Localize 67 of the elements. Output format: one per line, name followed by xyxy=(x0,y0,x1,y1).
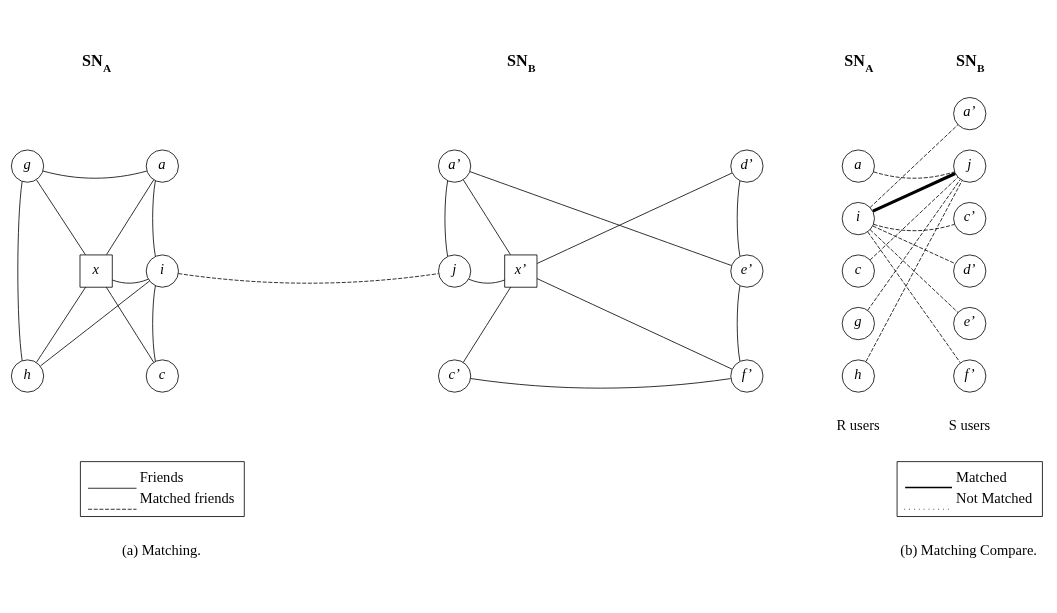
connector xyxy=(152,284,156,362)
legend-label: Matched friends xyxy=(139,489,235,506)
connector xyxy=(872,225,956,264)
label: (a) Matching. xyxy=(121,541,201,558)
connector xyxy=(462,178,511,255)
connector xyxy=(17,180,23,361)
node-circle: c xyxy=(841,254,875,288)
connector xyxy=(42,170,148,179)
connector xyxy=(865,179,963,362)
node-circle: e’ xyxy=(953,306,987,340)
node-circle: i xyxy=(145,254,179,288)
node-circle: g xyxy=(841,306,875,340)
legend-label: Matched xyxy=(956,468,1007,485)
node-circle: f’ xyxy=(953,358,987,393)
node-circle: j xyxy=(438,254,472,288)
node-circle: c’ xyxy=(953,201,987,235)
node-circle: a’ xyxy=(438,149,472,183)
connector xyxy=(536,277,733,369)
label: S users xyxy=(948,416,991,433)
connector xyxy=(36,178,86,255)
connector xyxy=(867,231,961,363)
label: R users xyxy=(836,416,880,433)
node-circle: d’ xyxy=(953,254,987,288)
node-circle: a xyxy=(145,149,179,183)
connector xyxy=(869,176,959,260)
node-circle: e’ xyxy=(730,254,764,288)
label: SN$_{B}$ xyxy=(956,51,985,74)
legend-label: Not Matched xyxy=(956,489,1033,506)
connector xyxy=(468,278,505,284)
connector xyxy=(152,179,156,257)
node-circle: c’ xyxy=(438,358,472,393)
node-circle: h xyxy=(841,358,875,393)
connector xyxy=(736,284,741,362)
label: SN$_{A}$ xyxy=(844,51,874,74)
node-circle: f’ xyxy=(730,358,764,393)
node-circle: h xyxy=(10,358,45,393)
label: SN$_{A}$ xyxy=(82,51,112,74)
connector xyxy=(470,377,732,389)
node-circle: j xyxy=(953,149,987,183)
connector xyxy=(177,272,439,284)
legend-label: Friends xyxy=(139,468,184,485)
connector xyxy=(872,171,956,213)
node-box: x xyxy=(79,254,113,288)
connector xyxy=(36,286,86,363)
connector xyxy=(444,179,449,257)
node-circle: a’ xyxy=(953,96,987,130)
label: SN$_{B}$ xyxy=(507,51,536,74)
connector xyxy=(105,286,155,363)
connector xyxy=(112,278,149,284)
node-circle: c xyxy=(145,358,179,393)
connector xyxy=(736,179,741,257)
connector xyxy=(469,170,732,266)
node-circle: d’ xyxy=(730,149,764,183)
node-circle: i xyxy=(841,201,875,235)
connector xyxy=(536,172,733,264)
connector xyxy=(462,286,512,363)
connector xyxy=(869,228,959,313)
node-circle: a xyxy=(841,149,875,183)
connector xyxy=(869,123,959,208)
connector xyxy=(873,170,955,179)
connector xyxy=(40,280,150,366)
connector xyxy=(106,178,155,255)
node-box: x’ xyxy=(504,254,538,288)
node-circle: g xyxy=(10,149,45,183)
connector xyxy=(867,178,961,311)
connector xyxy=(873,223,955,231)
label: (b) Matching Compare. xyxy=(900,541,1037,558)
